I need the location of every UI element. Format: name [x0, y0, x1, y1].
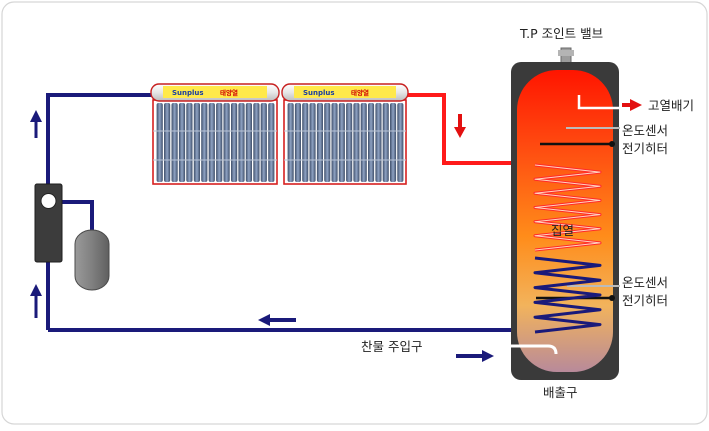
vacuum-tube [186, 103, 193, 182]
collector-brand-kr-1: 태양열 [220, 88, 238, 97]
cold-inlet-label: 찬물 주입구 [361, 339, 422, 354]
solar-collector-2: Sunplus 태양열 [281, 83, 409, 185]
vacuum-tube [368, 103, 375, 182]
valve-label: T.P 조인트 밸브 [519, 26, 603, 41]
vacuum-tube [156, 103, 163, 182]
expansion-tank-icon [74, 229, 110, 291]
vacuum-tube [353, 103, 360, 182]
collector-brand-2: Sunplus [303, 89, 335, 97]
vacuum-tube [309, 103, 316, 182]
vacuum-tube [294, 103, 301, 182]
vacuum-tube [302, 103, 309, 182]
vacuum-tube [324, 103, 331, 182]
vacuum-tube [287, 103, 294, 182]
expansion-pipe [62, 200, 94, 232]
vacuum-tube [397, 103, 404, 182]
vacuum-tube [253, 103, 260, 182]
vacuum-tube [390, 103, 397, 182]
vacuum-tube [201, 103, 208, 182]
vacuum-tube [208, 103, 215, 182]
storage-tank-icon [505, 47, 622, 380]
heater-top-label: 전기히터 [622, 141, 668, 156]
heater-bottom-label: 전기히터 [622, 293, 668, 308]
sensor-top-label: 온도센서 [622, 123, 668, 138]
vacuum-tube [360, 103, 367, 182]
vacuum-tube [171, 103, 178, 182]
hot-out-label: 고열배기 [648, 98, 694, 113]
vacuum-tube [238, 103, 245, 182]
flow-arrow-icon [30, 99, 642, 362]
pump-icon [34, 183, 63, 263]
sensor-bottom-label: 온도센서 [622, 275, 668, 290]
vacuum-tube [382, 103, 389, 182]
vacuum-tube [338, 103, 345, 182]
collector-brand-1: Sunplus [172, 89, 204, 97]
vacuum-tube [375, 103, 382, 182]
hot-pipe [400, 93, 530, 165]
vacuum-tube [178, 103, 186, 182]
vacuum-tube [268, 103, 275, 182]
vacuum-tube [193, 103, 200, 182]
vacuum-tube [223, 103, 230, 182]
vacuum-tube [346, 103, 353, 182]
vacuum-tube [164, 103, 171, 182]
vacuum-tube [216, 103, 223, 182]
drain-label: 배출구 [543, 385, 578, 400]
collector-brand-kr-2: 태양열 [351, 88, 369, 97]
vacuum-tube [231, 103, 238, 182]
vacuum-tube [260, 103, 267, 182]
vacuum-tube [331, 103, 338, 182]
solar-collector-1: Sunplus 태양열 [150, 83, 280, 185]
vacuum-tube [316, 103, 323, 182]
vacuum-tube [245, 103, 252, 182]
collection-label: 집열 [551, 223, 574, 238]
